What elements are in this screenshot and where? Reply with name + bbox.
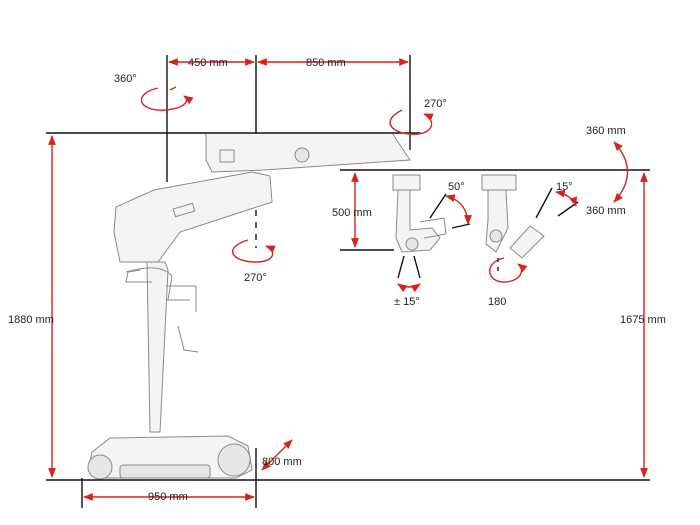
lower-arm: [113, 171, 273, 263]
rot-360mm-arrow: [613, 141, 629, 203]
label-angle-15: 15°: [556, 181, 573, 193]
label-rot-180: 180: [488, 296, 506, 308]
stand-handle: [125, 267, 199, 353]
microscope-stand-drawing: [87, 132, 545, 480]
rot-180-arrow: [489, 257, 528, 283]
label-500: 500 mm: [332, 207, 372, 219]
rot-270-arm-arrow: [389, 109, 434, 135]
rot-360-arrow-tail: [169, 86, 177, 91]
rot-360-arrow: [140, 87, 194, 111]
angle-15-arc: [555, 189, 577, 207]
label-950: 950 mm: [148, 491, 188, 503]
reference-lines: [46, 55, 650, 508]
base-wheel-left: [87, 454, 113, 480]
base-wheel-front: [119, 464, 211, 479]
head-right-knob: [489, 229, 503, 243]
head-right-body: [485, 189, 509, 253]
dimension-labels: 360° 450 mm 850 mm 270° 360 mm 360 mm 50…: [8, 57, 666, 503]
head-left-optics: [419, 217, 447, 239]
ref-angle-50-a: [429, 193, 447, 219]
dim-800-arrow: [261, 439, 293, 471]
label-tilt-15: ± 15°: [394, 296, 420, 308]
head-left-mount: [392, 174, 421, 191]
head-left-body: [395, 189, 441, 253]
label-angle-50: 50°: [448, 181, 465, 193]
label-360mm-top: 360 mm: [586, 125, 626, 137]
label-360mm-bottom: 360 mm: [586, 205, 626, 217]
lower-arm-badge: [172, 202, 196, 218]
label-850: 850 mm: [306, 57, 346, 69]
head-right-mount: [481, 174, 517, 191]
label-450: 450 mm: [188, 57, 228, 69]
ref-angle-15-a: [535, 187, 553, 219]
tilt-15-arc: [397, 283, 421, 293]
label-rot-360: 360°: [114, 73, 137, 85]
ref-tilt-a: [397, 255, 405, 279]
head-left-knob: [405, 237, 419, 251]
angle-50-arc: [445, 194, 472, 225]
ref-tilt-b: [413, 255, 421, 279]
base-wheel-right: [217, 443, 251, 477]
rot-270-mid-arrow: [232, 239, 276, 263]
stand-handle-lower: [125, 269, 152, 283]
label-1675: 1675 mm: [620, 314, 666, 326]
head-right-optics: [509, 225, 545, 259]
label-800: 800 mm: [262, 456, 302, 468]
label-1880: 1880 mm: [8, 314, 54, 326]
dimension-arrows: [48, 58, 648, 501]
upper-arm-plate: [219, 149, 235, 163]
label-rot-270-arm: 270°: [424, 98, 447, 110]
label-rot-270-mid: 270°: [244, 272, 267, 284]
ref-angle-50-b: [451, 223, 471, 229]
stand-column: [146, 261, 169, 433]
upper-arm-knob: [294, 147, 310, 163]
